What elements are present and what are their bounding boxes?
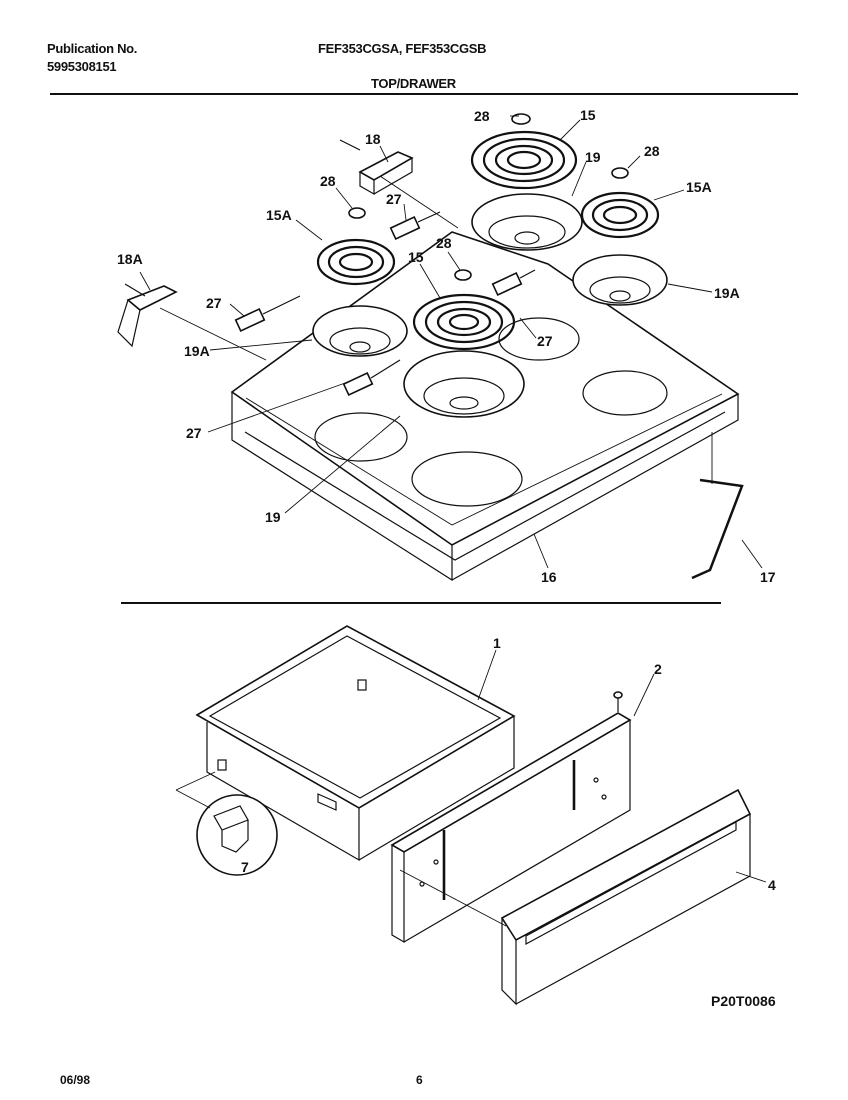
- callout-19: 19: [265, 509, 281, 525]
- callout-2: 2: [654, 661, 662, 677]
- drawer-body: [195, 625, 516, 862]
- footer-date: 06/98: [60, 1073, 91, 1087]
- callout-27: 27: [186, 425, 202, 441]
- callout-19A: 19A: [184, 343, 210, 359]
- page-number: 6: [416, 1073, 423, 1087]
- drawer-handle-panel: [500, 788, 752, 1006]
- callout-27: 27: [206, 295, 222, 311]
- callout-28: 28: [320, 173, 336, 189]
- cooktop-support-rod: [691, 478, 744, 580]
- surface-element-small-left: [316, 238, 396, 286]
- callout-16: 16: [541, 569, 557, 585]
- callout-1: 1: [493, 635, 501, 651]
- publication-label: Publication No.: [47, 41, 138, 56]
- callout-15: 15: [580, 107, 596, 123]
- section-title: TOP/DRAWER: [371, 76, 456, 91]
- callout-27: 27: [537, 333, 553, 349]
- section-divider: [121, 602, 721, 604]
- callout-28: 28: [436, 235, 452, 251]
- element-receptacles: [234, 211, 536, 396]
- callout-19A: 19A: [714, 285, 740, 301]
- header-rule: [50, 93, 798, 95]
- surface-element-large-front: [412, 293, 516, 351]
- callout-19: 19: [585, 149, 601, 165]
- callout-28: 28: [474, 108, 490, 124]
- callout-27: 27: [386, 191, 402, 207]
- callout-15A: 15A: [686, 179, 712, 195]
- diagram-code: P20T0086: [711, 993, 776, 1009]
- drawer-glide-detail: [175, 771, 278, 876]
- surface-element-large-rear: [470, 130, 578, 190]
- callout-18A: 18A: [117, 251, 143, 267]
- drip-bowl-right: [572, 254, 668, 306]
- leader-lines-drawer: [399, 649, 767, 927]
- drip-bowl-rear-right: [471, 193, 583, 251]
- surface-element-small-right: [580, 191, 660, 239]
- drip-bowl-front: [403, 350, 525, 418]
- drawer-front-panel: [390, 691, 632, 944]
- callout-28: 28: [644, 143, 660, 159]
- callout-7: 7: [241, 859, 249, 875]
- receptacle-bracket-rear: [339, 139, 414, 196]
- leader-lines-top: [139, 115, 763, 569]
- trim-ring-caps: [348, 113, 629, 281]
- publication-number: 5995308151: [47, 59, 117, 74]
- model-numbers: FEF353CGSA, FEF353CGSB: [318, 41, 487, 56]
- callout-15: 15: [408, 249, 424, 265]
- drip-bowl-left: [312, 305, 408, 357]
- callout-4: 4: [768, 877, 776, 893]
- callout-18: 18: [365, 131, 381, 147]
- callout-17: 17: [760, 569, 776, 585]
- receptacle-bracket-side: [117, 283, 178, 348]
- callout-15A: 15A: [266, 207, 292, 223]
